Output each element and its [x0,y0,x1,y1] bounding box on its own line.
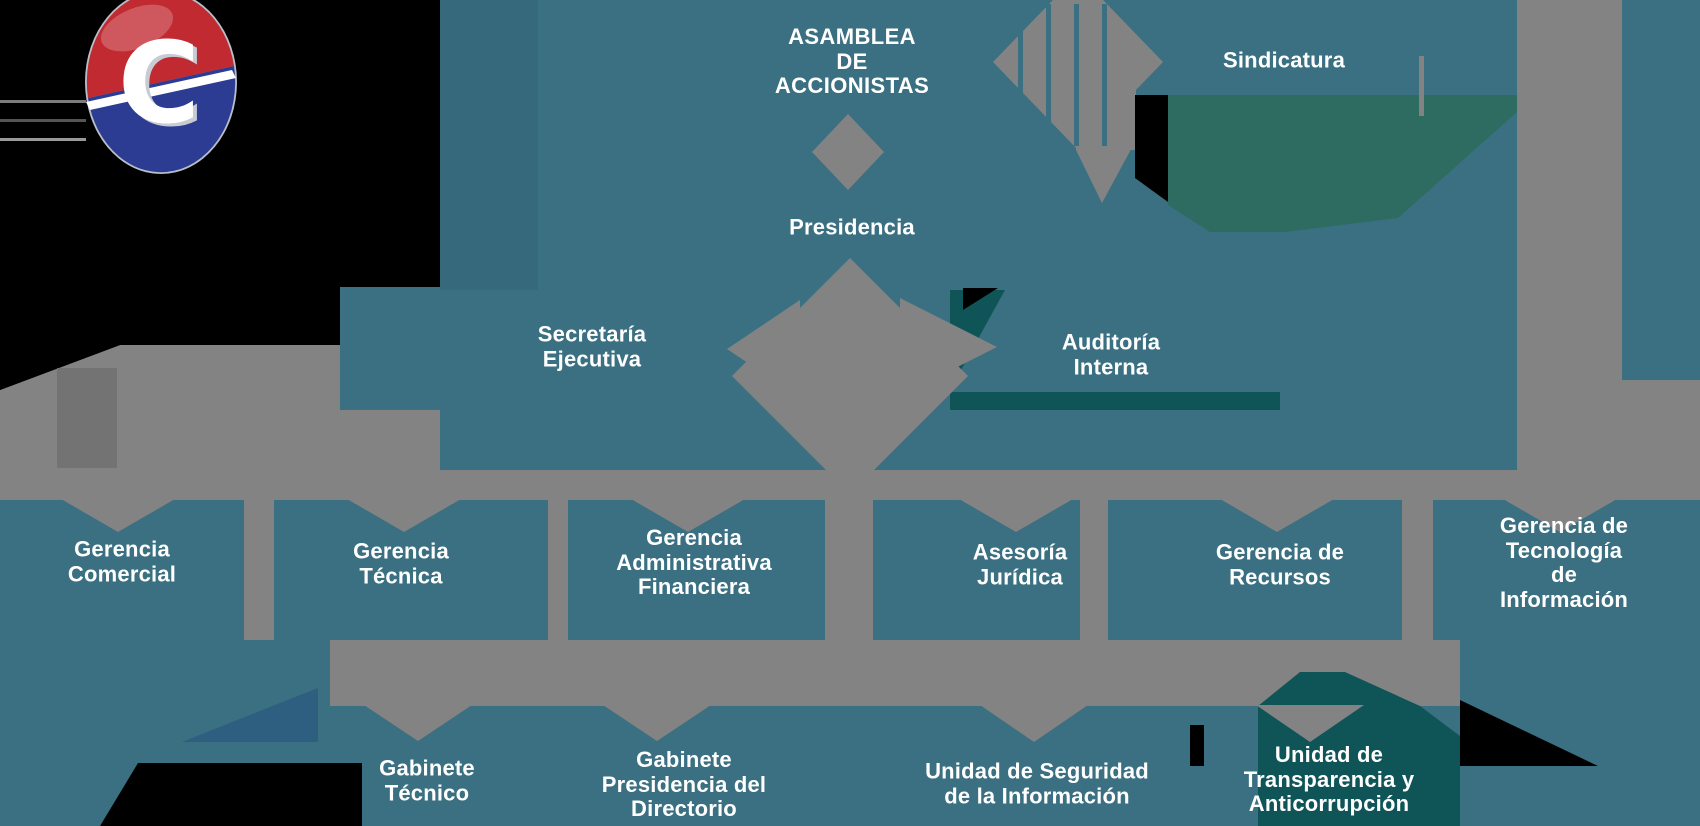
gap-column-1 [244,500,274,640]
chevron-gtecinfo [1503,499,1617,532]
logo-letter: C [118,19,200,149]
org-node-unidad-seguridad-informacion: Unidad de Seguridad de la Información [925,758,1149,808]
logo-highlight [100,4,174,52]
org-node-gerencia-de-recursos: Gerencia de Recursos [1215,539,1345,589]
connector-tip-top [1076,140,1136,203]
black-sliver-center [1135,95,1168,202]
green-trapezoid [1168,95,1517,232]
org-node-gabinete-tecnico: Gabinete Técnico [379,755,475,805]
logo-bottom-half [88,66,236,173]
diamond-stripe-3 [1074,4,1079,146]
teal-field-central [440,0,1517,470]
chevron-asesoria [959,499,1073,532]
org-node-asesoria-juridica: Asesoría Jurídica [972,539,1068,589]
diamond-stripe-4 [1102,4,1107,146]
chevron-useguridad [980,705,1088,742]
diamond-stripe-2 [1046,4,1051,146]
chevron-gadmfin [631,499,745,532]
artifact-streaks [0,100,86,141]
connector-main-bar [0,470,1700,500]
connector-diamond-small [812,114,884,190]
chevron-grecursos [1220,499,1334,532]
black-triangle-bottom-right [1460,700,1598,766]
chevron-gabtecnico [364,705,472,741]
org-node-gerencia-administrativa-financiera: Gerencia Administrativa Financiera [616,525,772,600]
chevron-gtecnica [347,499,461,532]
navy-triangle [182,688,318,742]
connector-column-right [1517,0,1622,470]
teal-band-secretaria [320,287,450,410]
org-node-presidencia: Presidencia [789,214,915,240]
org-node-secretaria-ejecutiva: Secretaría Ejecutiva [537,321,647,371]
black-region-bottom-left [100,763,362,826]
org-node-auditoria-interna: Auditoría Interna [1061,329,1161,379]
gap-column-2 [548,500,568,640]
org-node-asamblea-de-accionistas: ASAMBLEA DE ACCIONISTAS [774,24,930,99]
gray-rect-left [57,368,117,468]
connector-star-left-wing [727,300,800,398]
teal-field-right-strip [1622,0,1700,380]
connector-thin-line [1419,56,1424,116]
black-wedge-auditoria [963,288,998,310]
teal-panel-variation [440,0,538,290]
chevron-utransp [1256,705,1364,742]
chevron-gabpres [603,705,711,741]
org-node-sindicatura: Sindicatura [1222,47,1346,73]
chevron-gcomercial [61,499,175,532]
logo-stripe [86,70,236,110]
gap-column-4 [1080,500,1108,640]
copaco-logo: C C [85,0,237,174]
connector-star-right-wing [900,298,997,396]
org-node-gabinete-presidencia-directorio: Gabinete Presidencia del Directorio [601,747,767,822]
deep-teal-strip [950,392,1280,410]
logo-letter-shadow: C [122,22,204,152]
gap-column-5 [1402,500,1433,640]
org-node-gerencia-tecnologia-informacion: Gerencia de Tecnología de Información [1499,512,1629,612]
gap-column-3 [825,500,873,640]
org-node-gerencia-tecnica: Gerencia Técnica [353,538,449,588]
black-sliver-bottom [1190,725,1204,766]
logo-top-half [86,0,234,98]
org-node-gerencia-comercial: Gerencia Comercial [67,536,177,586]
org-node-unidad-transparencia-anticorrupcion: Unidad de Transparencia y Anticorrupción [1243,742,1415,817]
diamond-stripe-1 [1018,4,1023,146]
